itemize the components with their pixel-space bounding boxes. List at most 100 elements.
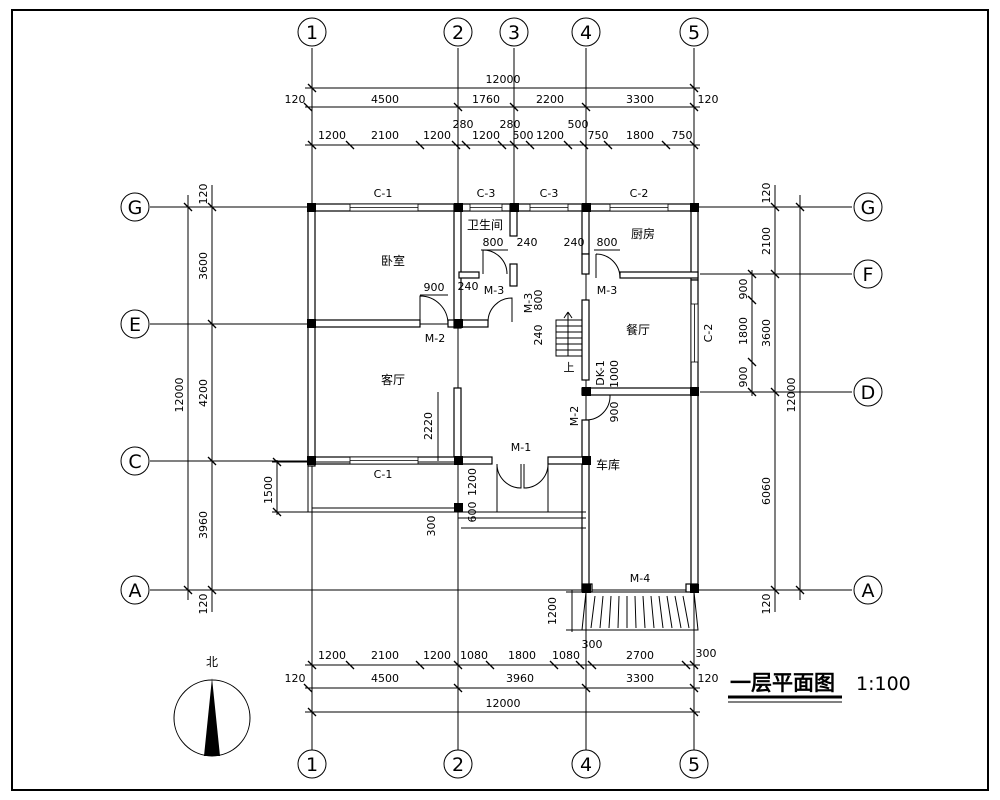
grid-bubbles-right: G F D A [853, 192, 883, 605]
opening-label: DK-1 [594, 360, 607, 386]
grid-label: 5 [688, 754, 700, 776]
walls [307, 203, 699, 593]
inner-dim: 240 [532, 325, 545, 346]
garage-ramp [566, 590, 699, 632]
dim-porch: 1500 [262, 476, 275, 504]
dim-detail: 2100 [371, 129, 399, 142]
window-label: C-1 [374, 468, 393, 481]
grid-label: 2 [452, 754, 464, 776]
dim-seg: 3960 [197, 511, 210, 539]
grid-label: G [861, 197, 876, 219]
grid-label: G [128, 197, 143, 219]
grid-bubbles-bottom: 1 2 4 5 [297, 749, 709, 779]
dim-detail: 500 [568, 118, 589, 131]
inner-dimensions: 900 240 800 240 240 800 800 240 1000 900… [420, 236, 621, 625]
structural-columns [307, 203, 699, 593]
grid-label: 2 [452, 22, 464, 44]
bottom-dimensions: 1200 2100 1200 1080 1800 1080 300 2700 3… [285, 638, 719, 717]
inner-dim: 240 [517, 236, 538, 249]
dim-seg: 1760 [472, 93, 500, 106]
dim-overall-top: 12000 [486, 73, 521, 86]
inner-dim: 900 [608, 402, 621, 423]
dim-seg: 4500 [371, 93, 399, 106]
dim-detail: 1080 [552, 649, 580, 662]
dim-seg: 6060 [760, 477, 773, 505]
north-arrow-icon [204, 678, 220, 756]
opening-labels: C-1 C-3 C-3 C-2 C-2 C-1 M-1 M-2 M-2 M-3 … [374, 187, 715, 585]
door-label: M-3 [522, 293, 535, 313]
room-kitchen: 厨房 [631, 226, 655, 241]
room-bathroom: 卫生间 [467, 218, 503, 232]
grid-label: 5 [688, 22, 700, 44]
door-label: M-4 [630, 572, 650, 585]
dim-seg: 3300 [626, 93, 654, 106]
inner-dim: 240 [564, 236, 585, 249]
grid-label: C [128, 451, 141, 473]
grid-label: 3 [508, 22, 520, 44]
windows [349, 203, 699, 465]
grid-label: D [861, 382, 876, 404]
dim-detail: 1200 [318, 649, 346, 662]
dim-edge: 120 [197, 594, 210, 615]
window-label: C-2 [630, 187, 649, 200]
inner-dim: 1200 [546, 597, 559, 625]
dim-seg: 2100 [760, 227, 773, 255]
inner-dim: 800 [532, 290, 545, 311]
drawing-frame [11, 9, 989, 791]
dim-edge: 120 [285, 93, 306, 106]
dim-seg: 4200 [197, 379, 210, 407]
north-arrow: 北 [173, 655, 251, 757]
dim-detail: 2700 [626, 649, 654, 662]
dim-detail: 1200 [536, 129, 564, 142]
dim-seg: 3300 [626, 672, 654, 685]
dim-detail: 280 [453, 118, 474, 131]
inner-dim: 600 [466, 502, 479, 523]
dim-detail: 1800 [626, 129, 654, 142]
room-living: 客厅 [381, 372, 405, 387]
dim-detail: 1800 [737, 317, 750, 345]
dim-edge: 120 [698, 93, 719, 106]
window-label: C-1 [374, 187, 393, 200]
grid-bubbles-left: G E C A [120, 192, 150, 605]
title-block: 一层平面图 1:100 [728, 671, 911, 703]
dim-overall-right: 12000 [785, 378, 798, 413]
dim-edge: 120 [197, 184, 210, 205]
grid-bubbles-top: 1 2 3 4 5 [297, 17, 709, 47]
dim-detail: 2100 [371, 649, 399, 662]
dim-seg: 3960 [506, 672, 534, 685]
grid-label: A [129, 580, 142, 602]
dim-detail: 750 [672, 129, 693, 142]
inner-dim: 1000 [608, 360, 621, 388]
inner-dim: 900 [424, 281, 445, 294]
inner-dim: 240 [458, 280, 479, 293]
dim-detail: 300 [696, 647, 717, 660]
left-dimensions: 12000 120 3600 4200 3960 120 1500 [173, 184, 312, 615]
north-label: 北 [206, 655, 218, 669]
dim-detail: 900 [737, 367, 750, 388]
grid-label: 4 [580, 754, 592, 776]
inner-dim: 800 [597, 236, 618, 249]
dim-detail: 1200 [423, 649, 451, 662]
window-label: C-2 [702, 324, 715, 343]
dim-edge: 120 [285, 672, 306, 685]
dim-detail: 300 [582, 638, 603, 651]
grid-label: F [863, 264, 874, 286]
dim-edge: 120 [760, 594, 773, 615]
grid-label: 1 [306, 22, 318, 44]
dim-detail: 500 [513, 129, 534, 142]
dim-detail: 750 [588, 129, 609, 142]
room-dining: 餐厅 [626, 322, 650, 337]
grid-label: A [862, 580, 875, 602]
right-dimensions: 900 1800 900 120 2100 3600 6060 120 1200… [737, 183, 805, 615]
dim-edge: 120 [760, 183, 773, 204]
door-label: M-2 [425, 332, 445, 345]
grid-label: 4 [580, 22, 592, 44]
drawing-scale: 1:100 [856, 673, 911, 695]
inner-dim: 1200 [466, 468, 479, 496]
window-label: C-3 [477, 187, 496, 200]
inner-dim: 300 [425, 516, 438, 537]
room-bedroom: 卧室 [381, 253, 405, 268]
inner-dim: 800 [483, 236, 504, 249]
dim-detail: 1080 [460, 649, 488, 662]
